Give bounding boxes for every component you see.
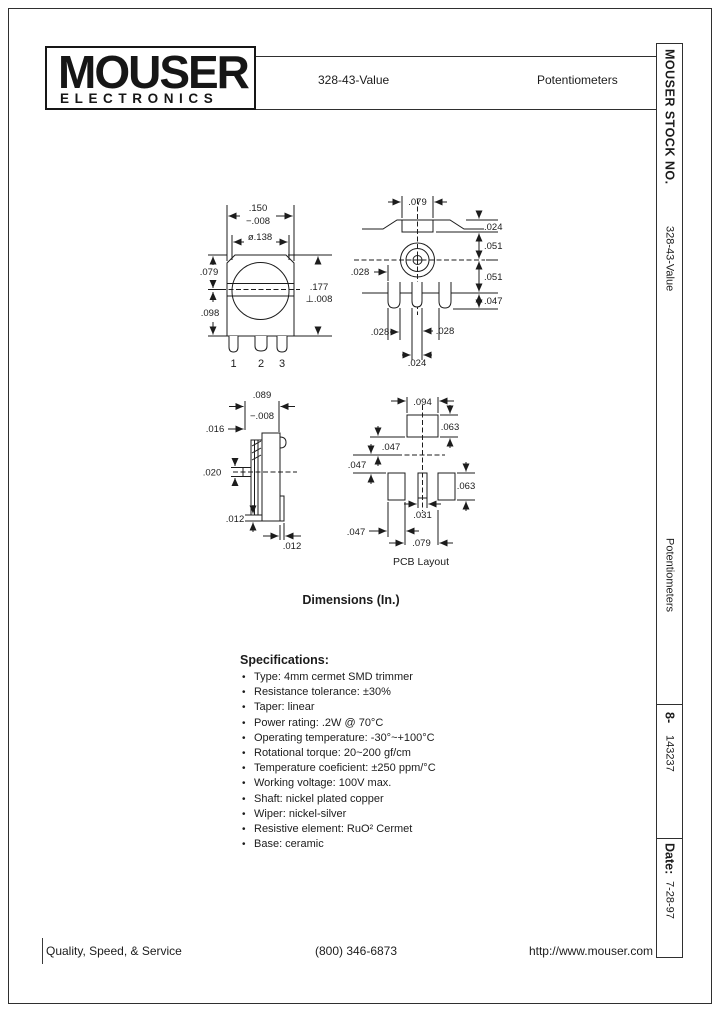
dim-label: .079 — [408, 197, 427, 208]
dim-label: ø.138 — [248, 232, 272, 243]
pcb-layout-caption: PCB Layout — [393, 556, 449, 568]
pin-label-3: 3 — [279, 358, 285, 370]
dim-label: .063 — [441, 422, 460, 433]
sidebar-stock-number: 143237 — [663, 735, 676, 772]
dim-label: .098 — [201, 308, 220, 319]
drawing-pcb-layout: .094 .063 .047 .047 .063 .031 . — [347, 397, 476, 568]
dim-label: .094 — [413, 397, 432, 408]
dim-label: .024 — [484, 222, 503, 233]
header-category: Potentiometers — [537, 73, 618, 87]
dim-label: .047 — [382, 442, 401, 453]
spec-item: Power rating: .2W @ 70°C — [240, 716, 475, 731]
spec-item: Resistive element: RuO² Cermet — [240, 822, 475, 837]
dim-label: .028 — [436, 326, 455, 337]
dim-label: .031 — [413, 510, 432, 521]
dimensions-caption: Dimensions (In.) — [302, 593, 400, 607]
sidebar-part-number: 328-43-Value — [663, 226, 676, 292]
dim-tolerance-label: ⊥.008 — [306, 294, 333, 305]
dim-label: .028 — [371, 327, 390, 338]
dim-label: .150 — [249, 203, 268, 214]
dim-label: .024 — [408, 358, 427, 369]
pin-label-2: 2 — [258, 358, 264, 370]
logo-wordmark: MOUSER — [58, 46, 250, 98]
dim-label: .063 — [457, 481, 476, 492]
dim-label: .016 — [206, 424, 225, 435]
dim-label: .012 — [283, 541, 302, 552]
stock-sidebar: MOUSER STOCK NO. 328-43-Value Potentiome… — [656, 43, 683, 958]
spec-item: Base: ceramic — [240, 837, 475, 852]
footer-phone: (800) 346-6873 — [314, 944, 398, 958]
dim-label: .051 — [484, 241, 503, 252]
sidebar-category: Potentiometers — [663, 538, 676, 612]
spec-item: Type: 4mm cermet SMD trimmer — [240, 670, 475, 685]
dim-label: .028 — [351, 267, 370, 278]
dim-label: .020 — [203, 468, 222, 479]
logo-subtitle: ELECTRONICS — [60, 91, 219, 106]
header-part-number: 328-43-Value — [318, 73, 390, 87]
specifications-list: Type: 4mm cermet SMD trimmer Resistance … — [240, 670, 475, 853]
drawing-top-view: .079 .024 .051 .051 .047 .028 .028 .028 … — [351, 196, 503, 369]
sidebar-divider — [657, 704, 682, 705]
dim-label: .177 — [310, 282, 329, 293]
footer-url: http://www.mouser.com — [528, 944, 653, 958]
footer-divider — [42, 938, 43, 964]
dim-label: .079 — [412, 538, 431, 549]
spec-item: Resistance tolerance: ±30% — [240, 685, 475, 700]
dim-tolerance-label: −.008 — [246, 216, 270, 227]
dim-label: .047 — [484, 296, 503, 307]
spec-item: Taper: linear — [240, 700, 475, 715]
drawing-front-view: .150 −.008 ø.138 .079 .098 .177 ⊥.008 1 … — [200, 203, 333, 370]
mouser-logo: MOUSER ELECTRONICS — [45, 46, 256, 110]
dim-label: .089 — [253, 390, 272, 401]
sidebar-date-label: Date: — [662, 843, 677, 875]
dim-label: .012 — [226, 514, 245, 525]
sidebar-date-value: 7-28-97 — [663, 881, 676, 919]
sidebar-stock-label: MOUSER STOCK NO. — [662, 49, 677, 185]
sidebar-stock-prefix: 8- — [662, 712, 677, 724]
spec-item: Wiper: nickel-silver — [240, 807, 475, 822]
specifications-section: Specifications: Type: 4mm cermet SMD tri… — [240, 653, 475, 853]
spec-item: Working voltage: 100V max. — [240, 776, 475, 791]
spec-item: Shaft: nickel plated copper — [240, 792, 475, 807]
drawing-side-view: .089 −.008 .016 .020 .012 .012 — [203, 390, 302, 552]
sidebar-divider — [657, 838, 682, 839]
header-band: 328-43-Value Potentiometers — [256, 56, 656, 110]
spec-item: Temperature coeficient: ±250 ppm/°C — [240, 761, 475, 776]
footer-tagline: Quality, Speed, & Service — [46, 944, 182, 958]
dim-label: .047 — [348, 460, 367, 471]
dim-label: .079 — [200, 267, 219, 278]
pin-label-1: 1 — [230, 358, 236, 370]
specifications-heading: Specifications: — [240, 653, 329, 667]
page-border — [8, 8, 712, 1004]
spec-item: Rotational torque: 20~200 gf/cm — [240, 746, 475, 761]
dim-label: .047 — [347, 527, 366, 538]
spec-item: Operating temperature: -30°~+100°C — [240, 731, 475, 746]
dim-label: .051 — [484, 272, 503, 283]
dim-tolerance-label: −.008 — [250, 411, 274, 422]
